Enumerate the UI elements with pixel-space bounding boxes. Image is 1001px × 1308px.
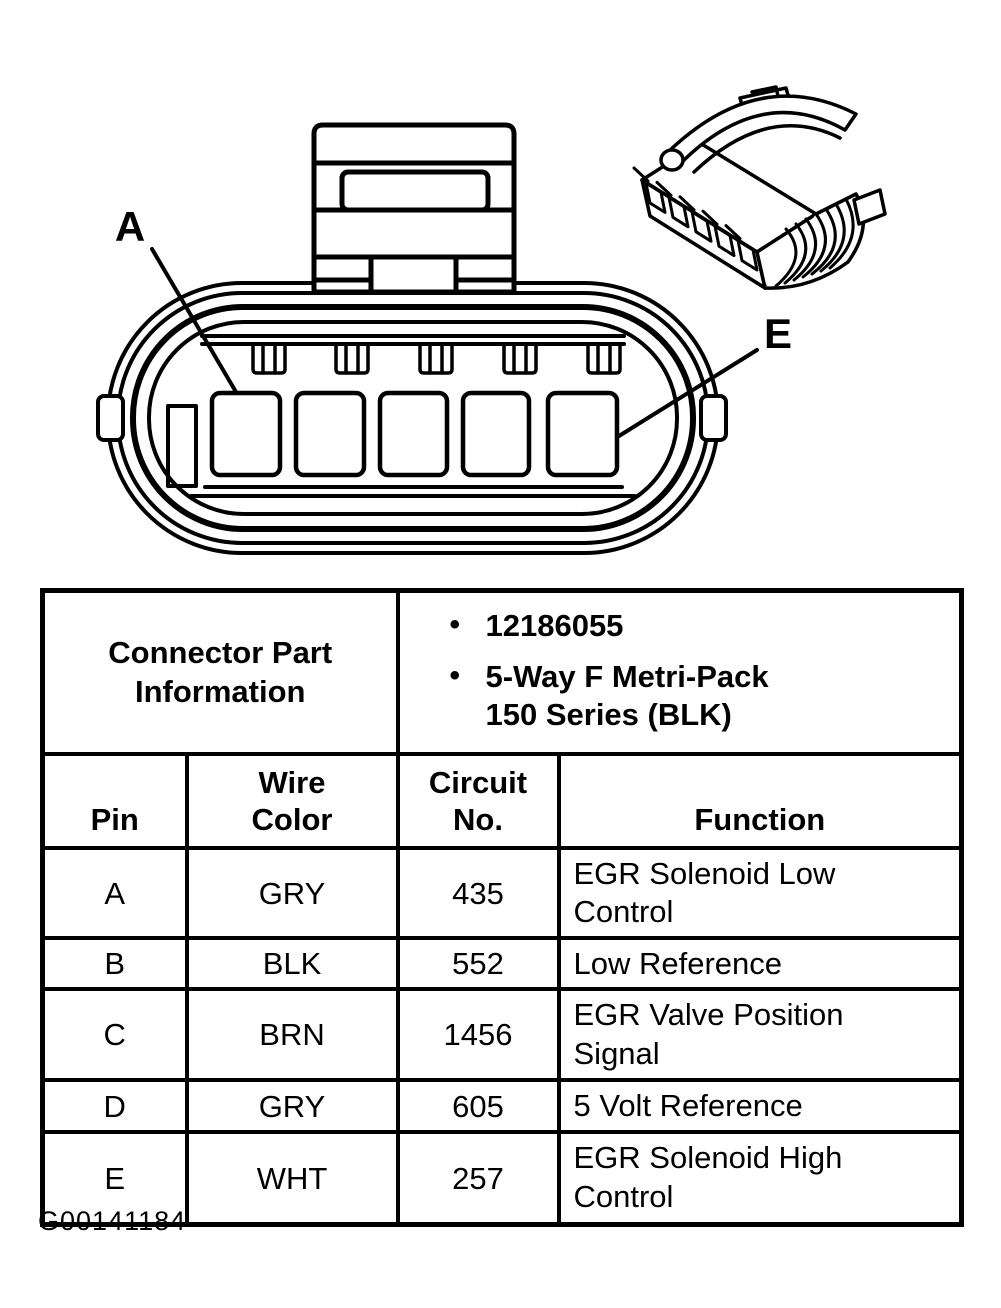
- connector-front-view: A E: [96, 122, 792, 555]
- hinge-block-step: [750, 85, 780, 98]
- part-info-detail-cell: • 12186055 • 5-Way F Metri-Pack 150 Seri…: [395, 588, 964, 757]
- wire-color-cell: WHT: [184, 1130, 400, 1227]
- part-info-row: Connector Part Information • 12186055 • …: [40, 588, 964, 757]
- col-header-circuit-no: Circuit No.: [395, 752, 561, 851]
- right-index-bump: [699, 394, 728, 442]
- pin-cavity-e: [545, 390, 620, 478]
- series-line2: 150 Series (BLK): [485, 696, 732, 732]
- col-header-function: Function: [556, 752, 964, 851]
- pin-cavity-c: [377, 390, 450, 478]
- connector-diagram: A E: [96, 85, 887, 555]
- series-description: 5-Way F Metri-Pack 150 Series (BLK): [486, 658, 769, 734]
- pin-cavity-a: [209, 390, 283, 478]
- table-row-pin-b: B BLK 552 Low Reference: [40, 936, 964, 992]
- keyway-notch: [166, 404, 198, 488]
- part-info-header-cell: Connector Part Information: [40, 588, 400, 757]
- end-tab: [852, 188, 887, 226]
- latch-strap: [664, 94, 858, 168]
- pin-cavity-d: [460, 390, 532, 478]
- part-info-title: Connector Part Information: [108, 634, 333, 709]
- col-header-wire-color: Wire Color: [184, 752, 400, 851]
- series-line1: 5-Way F Metri-Pack: [485, 658, 769, 694]
- cavity-plate-lines: [189, 334, 637, 498]
- pin-cell: B: [40, 936, 189, 992]
- connector-3d-view: [632, 85, 887, 290]
- column-header-row: Pin Wire Color Circuit No. Function: [40, 752, 964, 851]
- circuit-no-cell: 1456: [395, 987, 561, 1083]
- pin-label-e: E: [764, 310, 792, 357]
- circuit-no-cell: 552: [395, 936, 561, 992]
- wire-color-cell: GRY: [184, 846, 400, 941]
- function-cell: EGR Solenoid High Control: [556, 1130, 964, 1227]
- part-number-bullet: • 12186055: [450, 607, 954, 645]
- function-cell: Low Reference: [556, 936, 964, 992]
- bullet-dot-icon: •: [449, 608, 461, 641]
- function-cell: EGR Valve Position Signal: [556, 987, 964, 1083]
- function-cell: 5 Volt Reference: [556, 1078, 964, 1135]
- iso-pin-cavities: [644, 181, 759, 272]
- bullet-dot-icon: •: [449, 658, 461, 692]
- wire-color-cell: BRN: [184, 987, 400, 1083]
- leader-line-a: [150, 247, 238, 394]
- table-row-pin-c: C BRN 1456 EGR Valve Position Signal: [40, 987, 964, 1083]
- circuit-no-cell: 605: [395, 1078, 561, 1135]
- leader-line-e: [617, 348, 759, 438]
- pin-cell: A: [40, 846, 189, 941]
- col-header-pin: Pin: [40, 752, 189, 851]
- wire-color-cell: BLK: [184, 936, 400, 992]
- connector-inner-ring: [147, 320, 679, 516]
- latch-strap-end: [659, 148, 685, 172]
- function-cell: EGR Solenoid Low Control: [556, 846, 964, 941]
- wire-color-cell: GRY: [184, 1078, 400, 1135]
- connector-seal-ring: [130, 304, 696, 532]
- pin-cell: C: [40, 987, 189, 1083]
- pin-cell: E: [40, 1130, 189, 1227]
- pin-cavities: [209, 390, 620, 478]
- pin-cavity-b: [293, 390, 367, 478]
- seal-ribs: [774, 197, 855, 288]
- connector-pinout-table: Connector Part Information • 12186055 • …: [40, 588, 965, 1227]
- table-row-pin-a: A GRY 435 EGR Solenoid Low Control: [40, 846, 964, 941]
- latch-tower: [311, 122, 517, 295]
- circuit-no-cell: 257: [395, 1130, 561, 1227]
- latch-strap-inner: [692, 124, 842, 174]
- lock-fingers: [632, 166, 742, 241]
- pin-cell: D: [40, 1078, 189, 1135]
- lock-tabs: [251, 342, 622, 375]
- part-number: 12186055: [485, 608, 624, 643]
- figure-id-caption: G00141184: [38, 1206, 187, 1236]
- table-row-pin-e: E WHT 257 EGR Solenoid High Control: [40, 1130, 964, 1227]
- series-bullet: • 5-Way F Metri-Pack 150 Series (BLK): [450, 658, 954, 734]
- table-row-pin-d: D GRY 605 5 Volt Reference: [40, 1078, 964, 1135]
- left-index-bump: [96, 394, 125, 442]
- circuit-no-cell: 435: [395, 846, 561, 941]
- pin-label-a: A: [115, 203, 145, 250]
